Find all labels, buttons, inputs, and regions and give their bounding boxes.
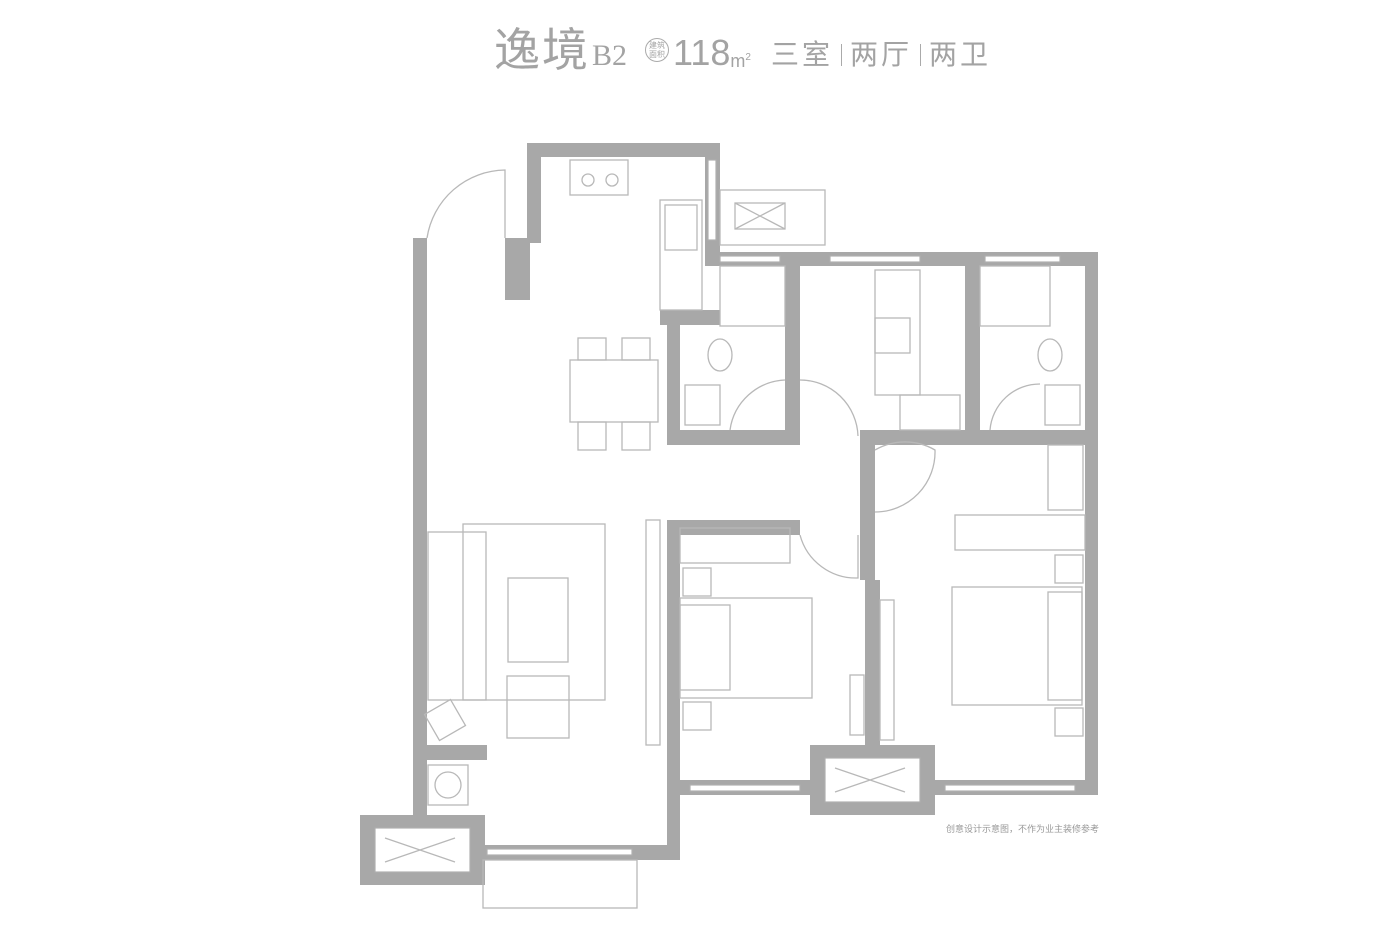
washbasin xyxy=(684,384,721,426)
separator xyxy=(841,44,842,66)
area-badge-bottom: 面积 xyxy=(649,50,666,59)
armchair xyxy=(506,675,570,739)
room-count-3: 两卫 xyxy=(929,39,992,70)
washer-icon xyxy=(427,764,469,806)
study-desk xyxy=(874,269,921,396)
walls xyxy=(360,143,1098,885)
tv-cabinet xyxy=(879,599,895,741)
project-name: 逸境 xyxy=(494,23,590,77)
toilet-icon xyxy=(1037,338,1063,372)
sink-icon xyxy=(664,204,698,251)
coffee-table xyxy=(507,577,569,663)
toilet-icon xyxy=(707,338,733,372)
room-count-1: 三室 xyxy=(770,39,833,70)
bed-2 xyxy=(951,586,1083,706)
bed-1 xyxy=(679,597,813,699)
kitchen-counter xyxy=(659,199,703,311)
wardrobe xyxy=(954,514,1086,551)
wardrobe xyxy=(679,527,791,564)
area-unit-text: m xyxy=(730,51,746,71)
balconies xyxy=(384,189,906,909)
area-unit-sup: 2 xyxy=(745,52,751,63)
area-badge-top: 建筑 xyxy=(649,41,666,50)
unit-code: B2 xyxy=(592,39,628,72)
furniture xyxy=(427,159,1086,806)
sofa xyxy=(427,531,487,701)
office-chair xyxy=(874,317,911,354)
doors xyxy=(426,169,1041,579)
separator xyxy=(920,44,922,66)
side-chair xyxy=(423,698,467,742)
area-value: 118 xyxy=(673,32,731,73)
plan-title: 逸境 B2 建筑 面积 118 m2 三室 两厅 两卫 xyxy=(494,24,991,76)
shower xyxy=(719,265,786,327)
area-badge: 建筑 面积 xyxy=(645,38,670,62)
washbasin xyxy=(1044,384,1081,426)
dining-table xyxy=(569,359,659,423)
windows xyxy=(486,159,1076,856)
area-unit: m2 xyxy=(730,43,751,76)
disclaimer: 创意设计示意图，不作为业主装修参考 xyxy=(946,824,1100,834)
bookshelf xyxy=(899,394,961,431)
stove-icon xyxy=(569,159,629,196)
tv-cabinet xyxy=(645,519,661,746)
room-count-2: 两厅 xyxy=(850,39,913,70)
rug xyxy=(462,523,606,701)
